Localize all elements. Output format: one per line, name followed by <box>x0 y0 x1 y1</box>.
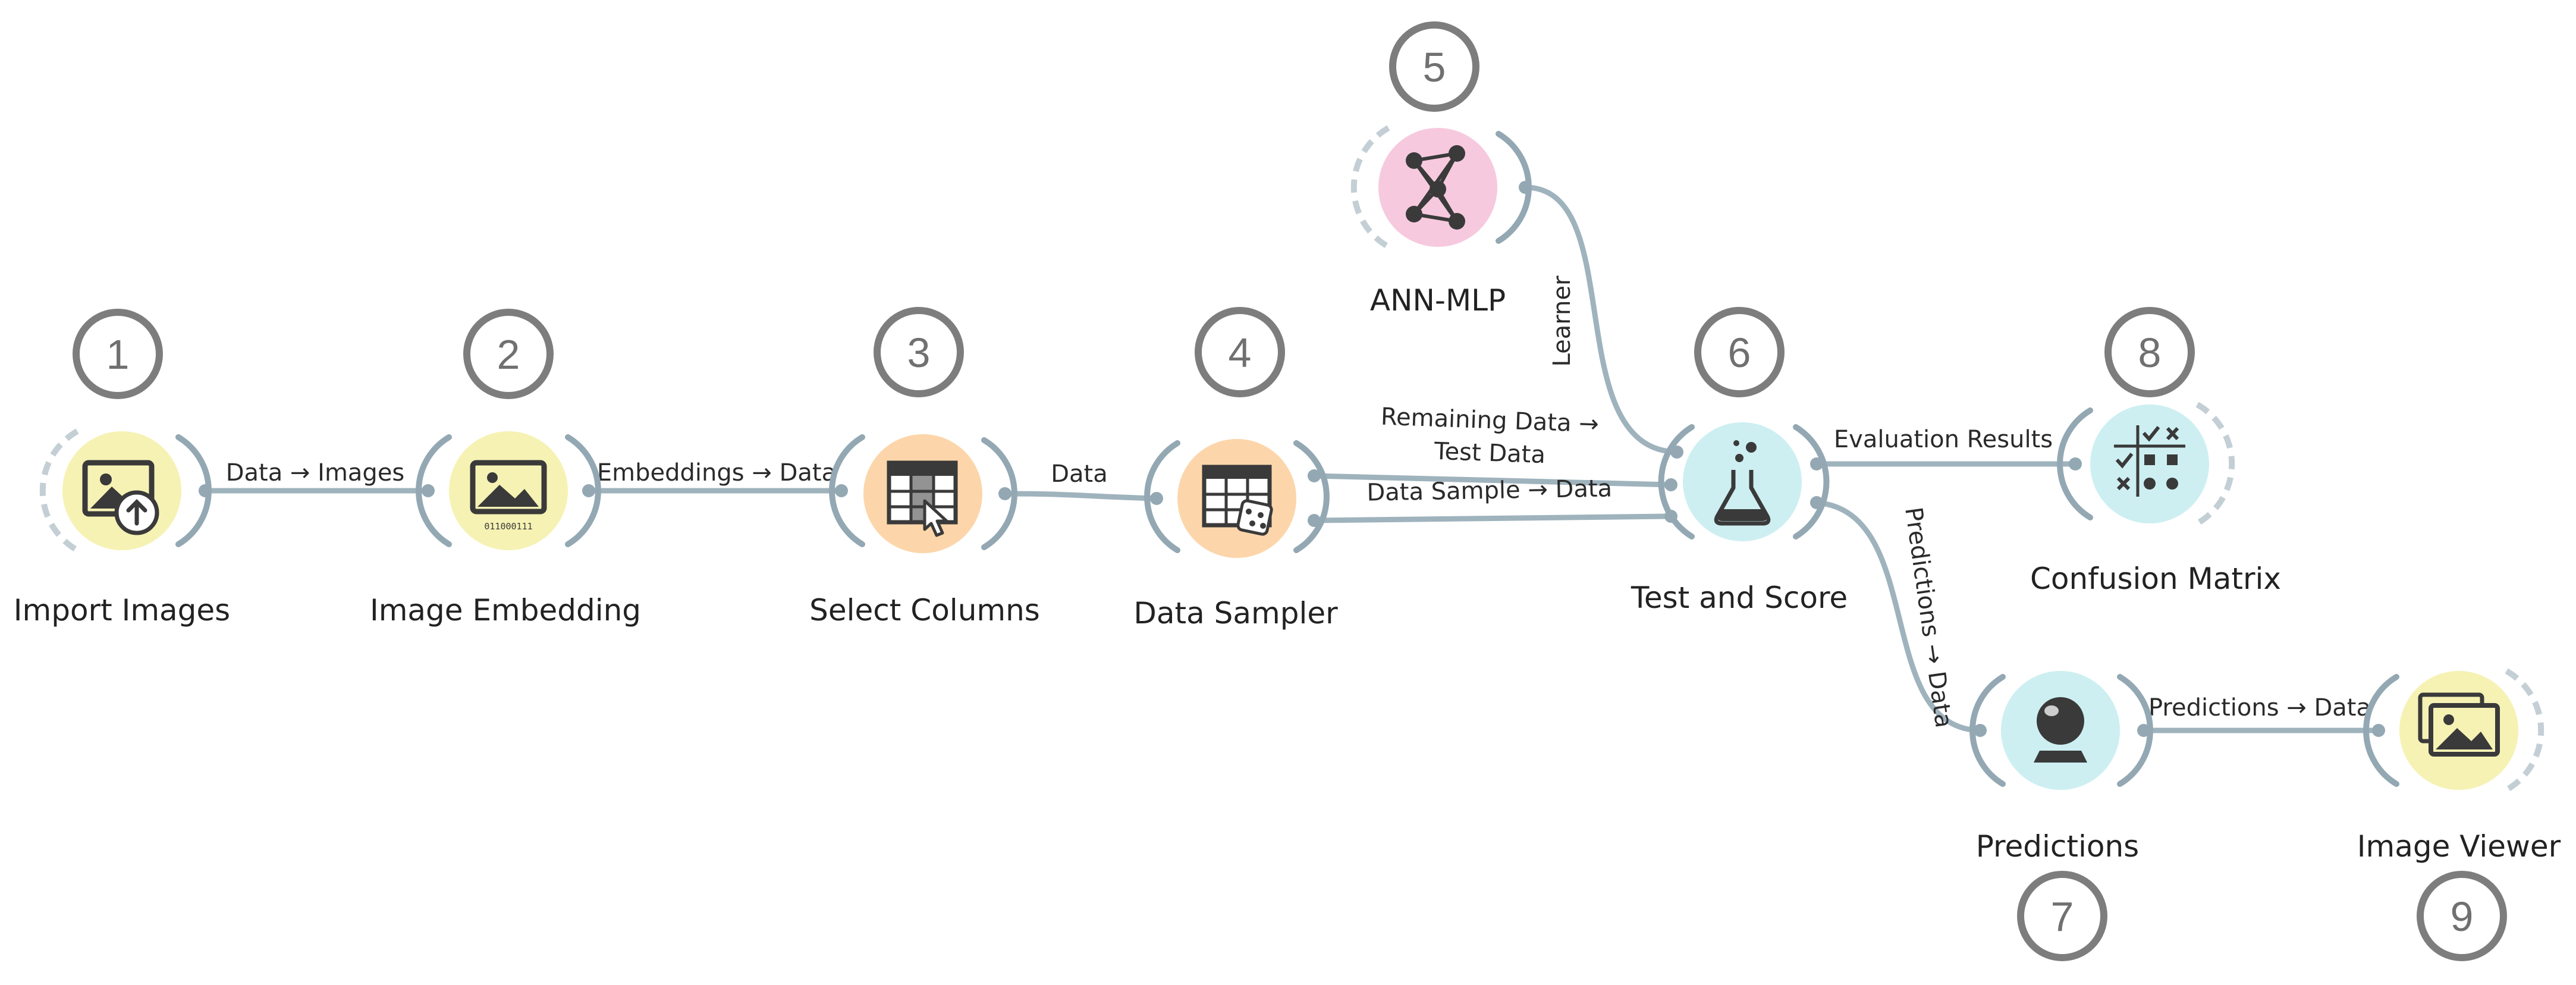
widget-label: Image Viewer <box>2357 829 2561 864</box>
step-number: 8 <box>2138 330 2162 376</box>
step-number: 9 <box>2451 893 2474 940</box>
crystal-ball-icon <box>2034 697 2087 763</box>
widget-import-images[interactable]: Import Images <box>14 428 230 628</box>
step-number: 4 <box>1229 330 1252 376</box>
input-bracket[interactable] <box>416 434 452 547</box>
step-badge-3: 3 <box>874 307 964 397</box>
step-badge-5: 5 <box>1389 21 1479 112</box>
widget-select-columns[interactable]: Select Columns <box>809 434 1040 628</box>
step-badge-8: 8 <box>2104 307 2195 397</box>
widget-body <box>62 431 181 550</box>
step-numbers-layer: 1 2 3 4 5 6 7 8 <box>73 21 2507 961</box>
output-bracket[interactable] <box>1496 131 1532 244</box>
input-bracket[interactable] <box>2363 674 2399 787</box>
image-upload-icon <box>82 460 159 535</box>
widget-image-embedding[interactable]: 011000111 Image Embedding <box>370 431 641 628</box>
confusion-matrix-icon <box>2114 425 2185 497</box>
widget-predictions[interactable]: Predictions <box>1969 671 2153 864</box>
step-badge-4: 4 <box>1195 307 1285 397</box>
links-layer <box>199 181 2385 737</box>
step-number: 7 <box>2051 893 2074 940</box>
step-number: 5 <box>1423 44 1446 90</box>
step-badge-9: 9 <box>2417 871 2507 961</box>
output-bracket[interactable] <box>565 434 601 547</box>
widget-label: Confusion Matrix <box>2030 561 2281 596</box>
neural-network-icon <box>1406 145 1465 230</box>
widget-body <box>1683 422 1802 541</box>
image-stack-icon <box>2418 692 2500 757</box>
link-label-remaining-line1: Remaining Data → <box>1380 403 1599 438</box>
link-label-test-to-confusion: Evaluation Results <box>1834 426 2053 453</box>
output-bracket[interactable] <box>1293 440 1330 553</box>
step-badge-2: 2 <box>463 309 554 399</box>
widget-test-and-score[interactable]: Test and Score <box>1631 422 1848 615</box>
widget-confusion-matrix[interactable]: Confusion Matrix <box>2030 401 2281 596</box>
output-bracket[interactable] <box>1793 424 1830 539</box>
step-badge-6: 6 <box>1694 307 1785 397</box>
link-label-predictions-to-viewer: Predictions → Data <box>2148 694 2371 722</box>
input-bracket[interactable] <box>829 434 865 547</box>
widget-ann-mlp[interactable]: ANN-MLP <box>1350 125 1532 318</box>
input-bracket[interactable] <box>2057 407 2093 520</box>
link-label-sampler-sample-to-test: Data Sample → Data <box>1366 475 1612 506</box>
widget-label: Import Images <box>14 593 230 628</box>
flask-icon <box>1714 440 1771 526</box>
link-label-remaining-line2: Test Data <box>1433 438 1545 469</box>
input-bracket <box>1350 125 1390 250</box>
output-bracket[interactable] <box>981 437 1017 550</box>
link-test-to-predictions[interactable] <box>1814 500 1983 733</box>
widget-label: Select Columns <box>809 593 1040 628</box>
input-bracket <box>39 428 79 553</box>
output-bracket <box>2505 668 2544 793</box>
input-bracket[interactable] <box>1144 440 1180 553</box>
link-sampler-sample-to-test[interactable] <box>1311 513 1674 523</box>
widget-label: Test and Score <box>1631 581 1848 615</box>
input-bracket[interactable] <box>1658 424 1695 539</box>
widget-image-viewer[interactable]: Image Viewer <box>2357 668 2561 864</box>
link-label-embedding-to-select: Embeddings → Data <box>597 459 836 487</box>
link-labels-layer: Data → Images Embeddings → Data Data Rem… <box>226 275 2371 730</box>
widget-label: ANN-MLP <box>1370 283 1506 318</box>
step-badge-1: 1 <box>73 309 163 399</box>
link-label-ann-to-test: Learner <box>1548 275 1576 366</box>
table-pointer-icon <box>887 460 958 537</box>
link-ann-to-test[interactable] <box>1522 184 1680 455</box>
widget-label: Data Sampler <box>1133 596 1338 630</box>
widget-label: Image Embedding <box>370 593 641 628</box>
input-bracket[interactable] <box>1969 674 2006 787</box>
link-sampler-remaining-to-test[interactable] <box>1311 473 1674 488</box>
output-bracket[interactable] <box>175 434 212 547</box>
widget-label: Predictions <box>1976 829 2139 864</box>
step-number: 2 <box>497 331 520 378</box>
step-badge-7: 7 <box>2017 871 2107 961</box>
output-bracket <box>2195 401 2235 526</box>
widget-data-sampler[interactable]: Data Sampler <box>1133 439 1338 630</box>
step-number: 1 <box>106 331 130 378</box>
output-bracket[interactable] <box>2117 674 2153 787</box>
widget-body <box>449 431 568 550</box>
link-label-test-to-predictions: Predictions → Data <box>1899 506 1958 730</box>
link-select-to-sampler[interactable] <box>1002 491 1160 501</box>
link-label-import-to-embedding: Data → Images <box>226 459 405 487</box>
link-label-select-to-sampler: Data <box>1051 460 1108 488</box>
step-number: 6 <box>1728 330 1751 376</box>
binary-caption: 011000111 <box>484 521 532 532</box>
step-number: 3 <box>907 330 931 376</box>
image-binary-icon: 011000111 <box>470 460 547 532</box>
table-dice-icon <box>1202 465 1273 536</box>
